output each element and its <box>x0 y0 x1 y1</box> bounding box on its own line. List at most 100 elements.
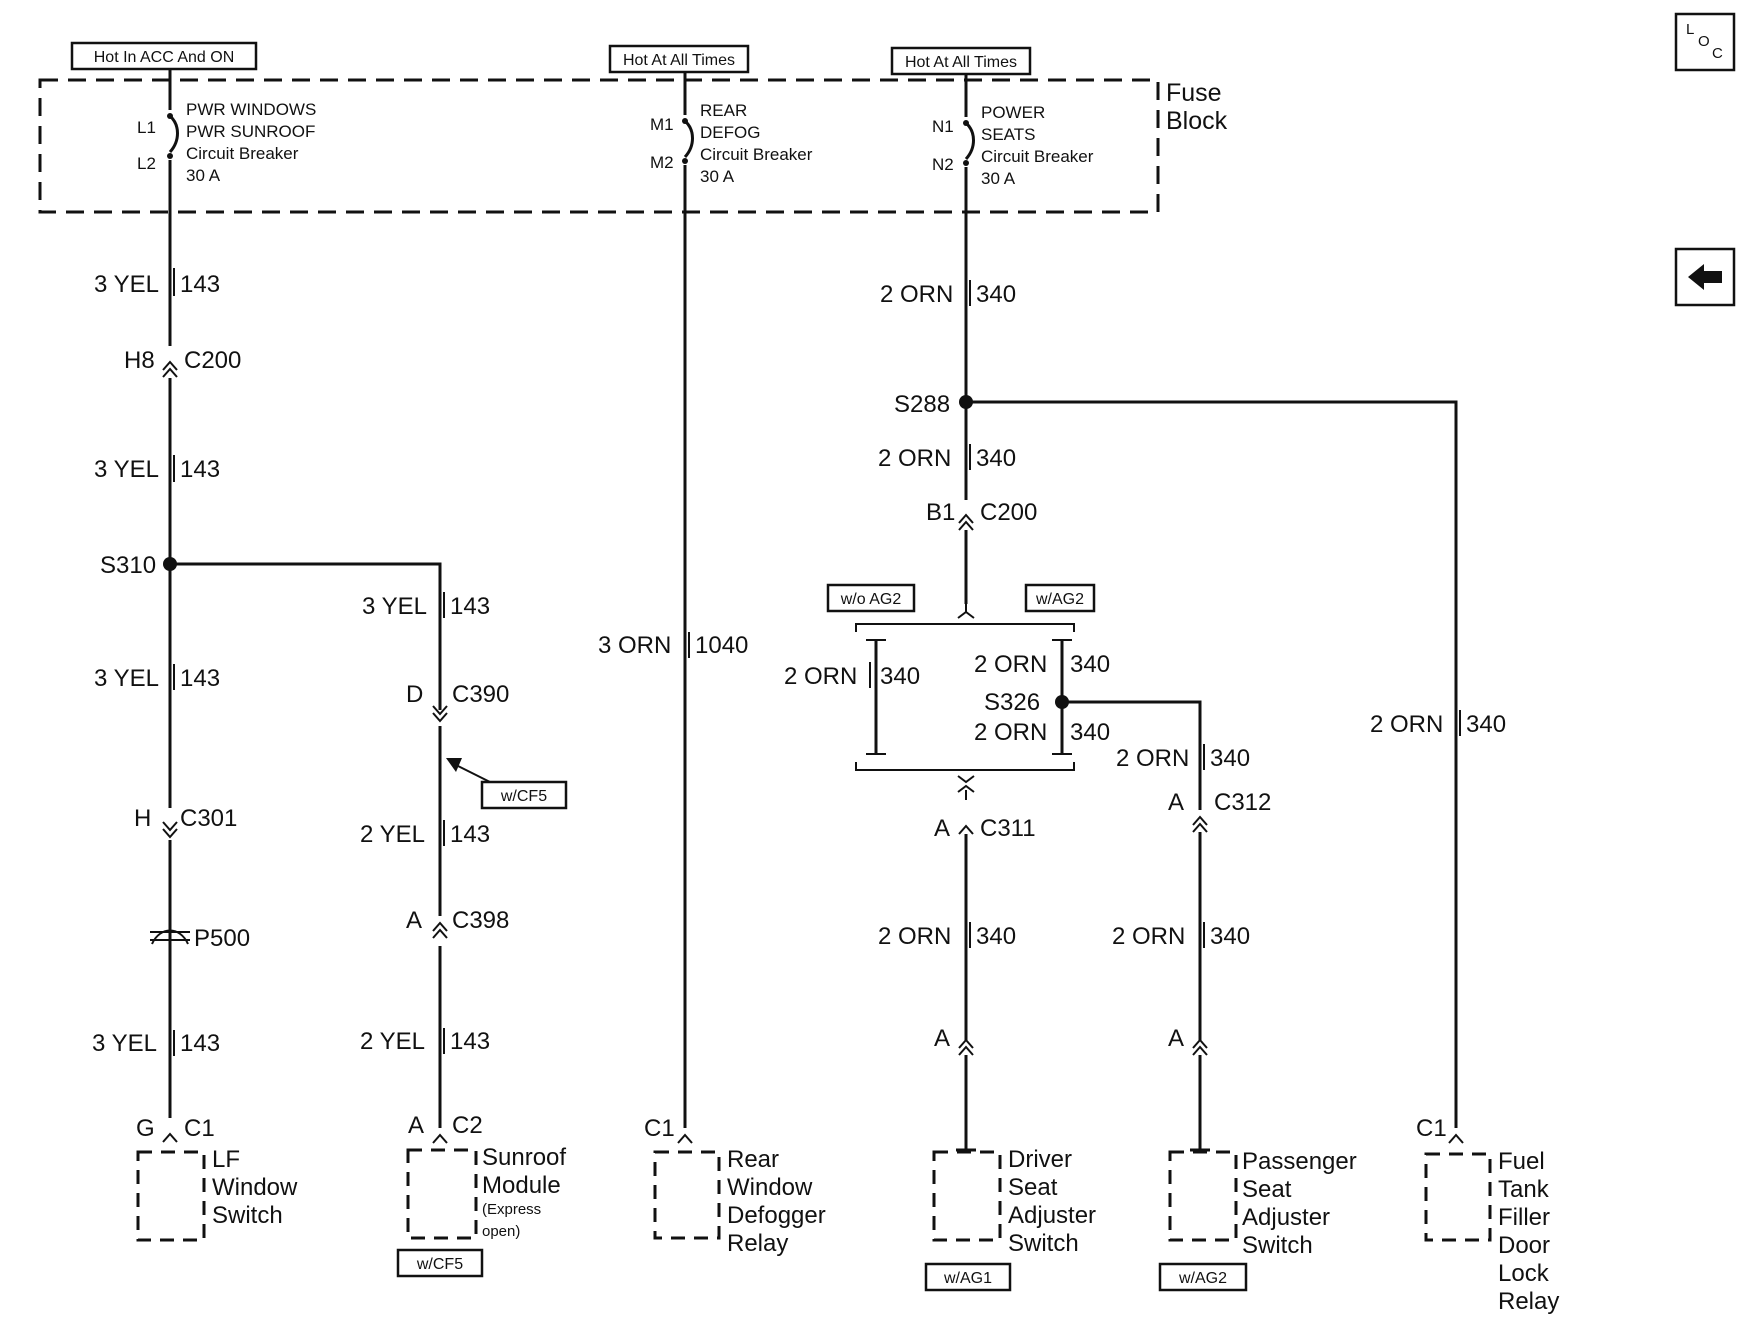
conn-a-c398: A <box>406 907 422 934</box>
driver-seat-line-1: Driver <box>1008 1146 1072 1173</box>
defog-line-3: Defogger <box>727 1202 826 1229</box>
driver-seat-line-4: Switch <box>1008 1230 1079 1257</box>
conn-c2: C2 <box>452 1112 483 1139</box>
defog-line-4: Relay <box>727 1230 788 1257</box>
sunroof-note-2: open) <box>482 1223 520 1240</box>
breaker-2-line-1: REAR <box>700 101 747 120</box>
breaker-1-line-4: 30 A <box>186 166 221 185</box>
option-tag-wcf5-b: w/CF5 <box>416 1256 463 1273</box>
wire-143-color-4: 3 YEL <box>92 1030 157 1057</box>
fuel-door-line-1: Fuel <box>1498 1148 1545 1175</box>
conn-a-driver: A <box>934 1025 950 1052</box>
conn-c312: C312 <box>1214 789 1271 816</box>
loc-c-text: C <box>1712 45 1723 62</box>
wire-143-color-3: 3 YEL <box>94 665 159 692</box>
lf-window-line-3: Switch <box>212 1202 283 1229</box>
supply-hot-seats-text: Hot At All Times <box>905 54 1017 71</box>
wire-143s-num-2: 143 <box>450 821 490 848</box>
component-sunroof-module: Sunroof Module (Express open) w/CF5 <box>396 1144 566 1278</box>
wire-143-num-3: 143 <box>180 665 220 692</box>
option-tag-w-ag2-b: w/AG2 <box>1178 1270 1227 1287</box>
supply-acc-on: Hot In ACC And ON <box>70 41 258 71</box>
wire-340-color-8: 2 ORN <box>1112 923 1185 950</box>
circuit-340: 2 ORN 340 S288 2 ORN 340 B1 C200 w/o AG2… <box>784 167 1506 1152</box>
location-icon[interactable]: L O C <box>1674 12 1736 72</box>
conn-h: H <box>134 805 151 832</box>
wire-1040-color: 3 ORN <box>598 632 671 659</box>
wire-143-num-2: 143 <box>180 456 220 483</box>
conn-c301: C301 <box>180 805 237 832</box>
breaker-2-line-4: 30 A <box>700 167 735 186</box>
supply-hot-rear: Hot At All Times <box>608 44 750 74</box>
wire-340-color-4: 2 ORN <box>974 651 1047 678</box>
conn-a-c311: A <box>934 815 950 842</box>
fuel-door-line-5: Lock <box>1498 1260 1550 1287</box>
breaker-2-pin-bottom: M2 <box>650 153 674 172</box>
sunroof-line-1: Sunroof <box>482 1144 566 1171</box>
wire-143s-color-3: 2 YEL <box>360 1028 425 1055</box>
component-lf-window-switch: LF Window Switch <box>136 1146 298 1242</box>
breaker-2-line-2: DEFOG <box>700 123 760 142</box>
option-tag-w-ag1: w/AG1 <box>943 1270 992 1287</box>
conn-s326: S326 <box>984 689 1040 716</box>
wire-143s-color-1: 3 YEL <box>362 593 427 620</box>
conn-h8: H8 <box>124 347 155 374</box>
wire-143-num-4: 143 <box>180 1030 220 1057</box>
wire-340-color-6: 2 ORN <box>1116 745 1189 772</box>
wire-143-num-1: 143 <box>180 271 220 298</box>
conn-s288: S288 <box>894 391 950 418</box>
breaker-3-line-4: 30 A <box>981 169 1016 188</box>
breaker-power-seats: N1 N2 POWER SEATS Circuit Breaker 30 A <box>932 74 1094 188</box>
breaker-3-line-1: POWER <box>981 103 1045 122</box>
back-arrow-icon[interactable] <box>1674 247 1736 307</box>
option-tag-w-ag2-a: w/AG2 <box>1024 583 1096 613</box>
wire-143s-color-2: 2 YEL <box>360 821 425 848</box>
passenger-seat-line-4: Switch <box>1242 1232 1313 1259</box>
component-rear-window-defogger-relay: Rear Window Defogger Relay <box>653 1146 826 1257</box>
loc-o-text: O <box>1698 33 1710 50</box>
passenger-seat-line-1: Passenger <box>1242 1148 1357 1175</box>
wire-340-num-6: 340 <box>1210 745 1250 772</box>
conn-s310: S310 <box>100 552 156 579</box>
conn-d: D <box>406 681 423 708</box>
passenger-seat-line-2: Seat <box>1242 1176 1292 1203</box>
wire-143-color-1: 3 YEL <box>94 271 159 298</box>
wire-340-color-5: 2 ORN <box>974 719 1047 746</box>
wire-340-color-9: 2 ORN <box>1370 711 1443 738</box>
option-tag-wo-ag2-text: w/o AG2 <box>840 591 902 608</box>
conn-a-c2: A <box>408 1112 424 1139</box>
option-tag-wcf5-a-text: w/CF5 <box>500 788 547 805</box>
wire-340-num-9: 340 <box>1466 711 1506 738</box>
breaker-1-line-2: PWR SUNROOF <box>186 122 315 141</box>
conn-c1-fuel: C1 <box>1416 1115 1447 1142</box>
breaker-1-line-3: Circuit Breaker <box>186 144 299 163</box>
defog-line-2: Window <box>727 1174 813 1201</box>
component-fuel-tank-filler-door-lock-relay: Fuel Tank Filler Door Lock Relay <box>1424 1148 1559 1315</box>
driver-seat-line-2: Seat <box>1008 1174 1058 1201</box>
wire-340-num-4: 340 <box>1070 651 1110 678</box>
breaker-3-line-2: SEATS <box>981 125 1035 144</box>
driver-seat-line-3: Adjuster <box>1008 1202 1096 1229</box>
wire-143s-num-1: 143 <box>450 593 490 620</box>
supply-acc-on-text: Hot In ACC And ON <box>94 49 235 66</box>
wire-143s-num-3: 143 <box>450 1028 490 1055</box>
breaker-3-line-3: Circuit Breaker <box>981 147 1094 166</box>
supply-hot-seats: Hot At All Times <box>890 46 1032 76</box>
conn-a-passenger: A <box>1168 1025 1184 1052</box>
defog-line-1: Rear <box>727 1146 779 1173</box>
supply-hot-rear-text: Hot At All Times <box>623 52 735 69</box>
breaker-1-pin-bottom: L2 <box>137 154 156 173</box>
lf-window-line-2: Window <box>212 1174 298 1201</box>
conn-c1-lf: C1 <box>184 1115 215 1142</box>
wire-340-color-2: 2 ORN <box>878 445 951 472</box>
conn-a-c312: A <box>1168 789 1184 816</box>
wire-340-color-3: 2 ORN <box>784 663 857 690</box>
circuit-1040: 3 ORN 1040 C1 <box>598 165 748 1144</box>
conn-c1-defog: C1 <box>644 1115 675 1142</box>
wire-340-num-7: 340 <box>976 923 1016 950</box>
fuse-block-title-1: Fuse <box>1166 79 1222 107</box>
conn-c390: C390 <box>452 681 509 708</box>
component-driver-seat-adjuster-switch: Driver Seat Adjuster Switch w/AG1 <box>924 1146 1096 1292</box>
wire-340-num-3: 340 <box>880 663 920 690</box>
breaker-1-pin-top: L1 <box>137 118 156 137</box>
